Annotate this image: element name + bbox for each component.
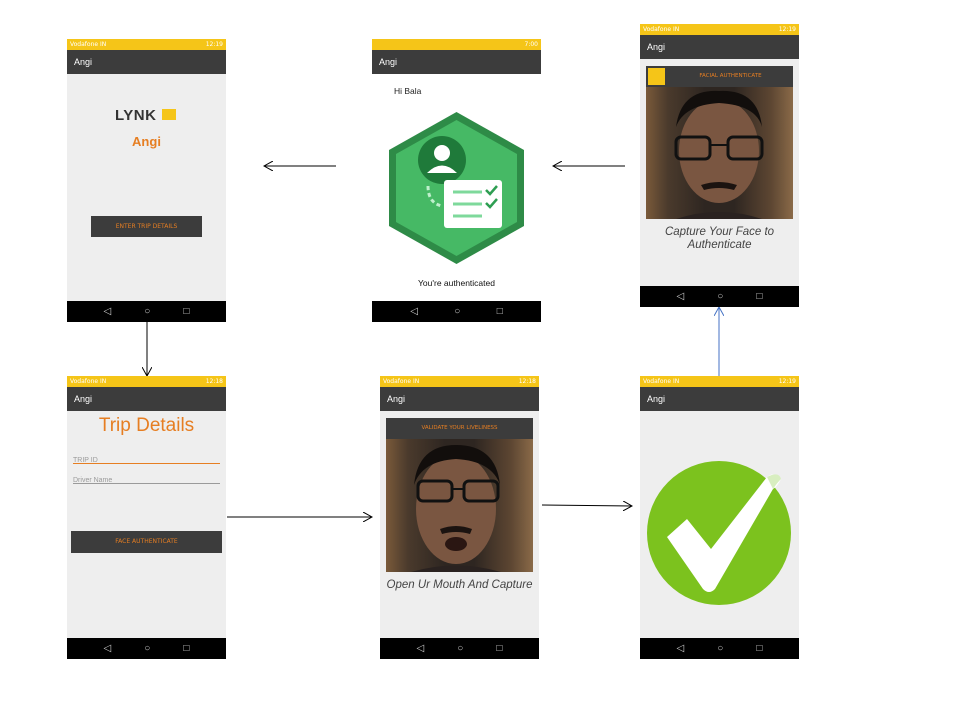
app-bar-title: Angi (67, 50, 226, 74)
status-time: 12:19 (778, 378, 796, 385)
face-authenticate-button[interactable]: FACE AUTHENTICATE (71, 531, 222, 553)
recents-square-icon[interactable]: □ (496, 306, 503, 317)
liveliness-caption: Open Ur Mouth And Capture (386, 579, 533, 591)
authenticated-shield-icon (389, 112, 524, 264)
back-icon[interactable]: ◁ (103, 306, 112, 317)
status-bar: Vodafone IN 12:19 (640, 24, 799, 35)
recents-square-icon[interactable]: □ (496, 643, 503, 654)
back-icon[interactable]: ◁ (410, 306, 418, 317)
home-circle-icon[interactable]: ○ (717, 291, 724, 302)
nav-bar: ◁ ○ □ (640, 286, 799, 307)
camera-preview (646, 87, 793, 219)
recents-square-icon[interactable]: □ (756, 643, 763, 654)
status-carrier: Vodafone IN (383, 378, 420, 385)
home-circle-icon[interactable]: ○ (457, 643, 464, 654)
camera-preview (386, 439, 533, 572)
app-bar-title: Angi (67, 387, 226, 411)
back-icon[interactable]: ◁ (103, 643, 112, 654)
arrow-liveliness-to-success (541, 505, 632, 506)
nav-bar: ◁ ○ □ (372, 301, 541, 322)
driver-name-input[interactable]: Driver Name (73, 469, 220, 484)
screen-authenticated: 7:00 Angi Hi Bala You're authenticated ◁… (372, 39, 541, 322)
trip-details-title: Trip Details (98, 415, 195, 436)
status-carrier: Vodafone IN (70, 378, 107, 385)
face-scan-icon (648, 68, 665, 85)
status-bar: 7:00 (372, 39, 541, 50)
screen-trip-details: Vodafone IN 12:18 Angi Trip Details TRIP… (67, 376, 226, 659)
nav-bar: ◁ ○ □ (380, 638, 539, 659)
app-bar-title: Angi (372, 50, 541, 74)
screen-liveliness: Vodafone IN 12:18 Angi VALIDATE YOUR LIV… (380, 376, 539, 659)
status-time: 7:00 (524, 41, 538, 48)
liveliness-header-label: VALIDATE YOUR LIVELINESS (421, 425, 498, 431)
back-icon[interactable]: ◁ (676, 643, 685, 654)
recents-square-icon[interactable]: □ (183, 643, 190, 654)
driver-name-placeholder: Driver Name (73, 477, 113, 484)
status-bar: Vodafone IN 12:18 (380, 376, 539, 387)
facial-header-bar: FACIAL AUTHENTICATE (646, 66, 793, 87)
logo-text: LYNK (115, 107, 157, 124)
status-carrier: Vodafone IN (643, 26, 680, 33)
facial-caption: Capture Your Face to Authenticate (664, 226, 775, 251)
trip-id-input[interactable]: TRIP ID (73, 449, 220, 464)
app-bar-title: Angi (640, 387, 799, 411)
enter-trip-details-button[interactable]: ENTER TRIP DETAILS (91, 216, 202, 237)
home-circle-icon[interactable]: ○ (144, 306, 151, 317)
status-carrier: Vodafone IN (70, 41, 107, 48)
screen-home: Vodafone IN 12:19 Angi LYNK Angi ENTER T… (67, 39, 226, 322)
facial-header-label: FACIAL AUTHENTICATE (699, 73, 762, 79)
nav-bar: ◁ ○ □ (67, 638, 226, 659)
home-circle-icon[interactable]: ○ (144, 643, 151, 654)
recents-square-icon[interactable]: □ (183, 306, 190, 317)
liveliness-header-bar: VALIDATE YOUR LIVELINESS (386, 418, 533, 439)
back-icon[interactable]: ◁ (676, 291, 685, 302)
nav-bar: ◁ ○ □ (640, 638, 799, 659)
status-time: 12:18 (518, 378, 536, 385)
app-bar-title: Angi (380, 387, 539, 411)
logo-flag-icon (161, 109, 176, 120)
status-bar: Vodafone IN 12:19 (67, 39, 226, 50)
authenticated-message: You're authenticated (418, 278, 495, 288)
nav-bar: ◁ ○ □ (67, 301, 226, 322)
home-circle-icon[interactable]: ○ (454, 306, 461, 317)
back-icon[interactable]: ◁ (416, 643, 425, 654)
app-bar-title: Angi (640, 35, 799, 59)
status-time: 12:19 (205, 41, 223, 48)
app-name: Angi (132, 134, 161, 149)
trip-id-placeholder: TRIP ID (73, 457, 98, 464)
recents-square-icon[interactable]: □ (756, 291, 763, 302)
status-time: 12:19 (778, 26, 796, 33)
home-circle-icon[interactable]: ○ (717, 643, 724, 654)
status-bar: Vodafone IN 12:18 (67, 376, 226, 387)
success-check-icon (647, 461, 791, 605)
status-bar: Vodafone IN 12:19 (640, 376, 799, 387)
status-time: 12:18 (205, 378, 223, 385)
screen-facial-authenticate: Vodafone IN 12:19 Angi FACIAL AUTHENTICA… (640, 24, 799, 307)
lynk-logo: LYNK (115, 107, 185, 124)
greeting: Hi Bala (394, 86, 422, 96)
status-carrier: Vodafone IN (643, 378, 680, 385)
screen-success: Vodafone IN 12:19 Angi ◁ ○ □ (640, 376, 799, 659)
